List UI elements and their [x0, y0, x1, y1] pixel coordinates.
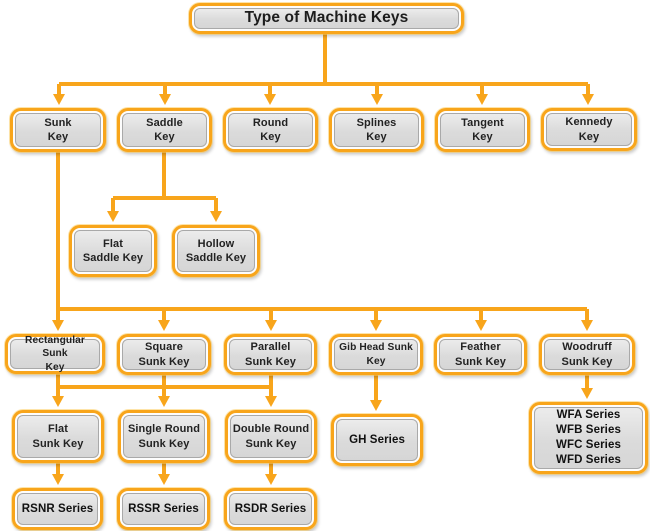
node-splines-key-label: Splines Key — [356, 116, 397, 143]
node-tangent-key: Tangent Key — [435, 108, 530, 152]
node-rsnr-series: RSNR Series — [12, 488, 103, 530]
node-square-sunk-key-label: Square Sunk Key — [138, 341, 190, 368]
node-tangent-key-label: Tangent Key — [461, 116, 504, 143]
node-flat-saddle-key: Flat Saddle Key — [69, 225, 157, 277]
node-gib-head-sunk-key-label: Gib Head Sunk Key — [339, 342, 413, 367]
node-woodruff-sunk-key-label: Woodruff Sunk Key — [561, 341, 613, 368]
node-single-round-sunk-key: Single Round Sunk Key — [118, 410, 210, 463]
node-rsnr-series-label: RSNR Series — [21, 502, 94, 515]
node-square-sunk-key: Square Sunk Key — [117, 334, 211, 375]
node-round-key-label: Round Key — [252, 116, 289, 143]
node-kennedy-key: Kennedy Key — [541, 108, 637, 151]
node-kennedy-key-label: Kennedy Key — [565, 116, 613, 143]
node-gh-series: GH Series — [331, 414, 423, 466]
node-type-of-machine-keys-label: Type of Machine Keys — [244, 9, 409, 27]
node-parallel-sunk-key: Parallel Sunk Key — [224, 334, 317, 375]
node-flat-saddle-key-label: Flat Saddle Key — [82, 237, 144, 264]
node-feather-sunk-key: Feather Sunk Key — [434, 334, 527, 375]
node-splines-key: Splines Key — [329, 108, 424, 152]
node-rssr-series: RSSR Series — [117, 488, 210, 530]
node-rectangular-sunk-key-label: Rectangular Sunk Key — [25, 335, 85, 373]
node-rectangular-sunk-key: Rectangular Sunk Key — [5, 334, 105, 374]
node-wf-series-list: WFA Series WFB Series WFC Series WFD Ser… — [529, 402, 648, 474]
node-rssr-series-label: RSSR Series — [128, 502, 199, 515]
node-saddle-key-label: Saddle Key — [146, 116, 183, 143]
node-double-round-sunk-key-label: Double Round Sunk Key — [232, 423, 310, 450]
node-flat-sunk-key-label: Flat Sunk Key — [32, 423, 84, 450]
node-saddle-key: Saddle Key — [117, 108, 212, 152]
node-hollow-saddle-key-label: Hollow Saddle Key — [185, 237, 247, 264]
node-flat-sunk-key: Flat Sunk Key — [12, 410, 104, 463]
node-double-round-sunk-key: Double Round Sunk Key — [225, 410, 317, 463]
node-rsdr-series-label: RSDR Series — [234, 502, 307, 515]
node-rsdr-series: RSDR Series — [224, 488, 317, 530]
node-woodruff-sunk-key: Woodruff Sunk Key — [539, 334, 635, 375]
node-feather-sunk-key-label: Feather Sunk Key — [455, 341, 506, 368]
node-sunk-key-label: Sunk Key — [44, 116, 72, 143]
node-wf-series-list-label: WFA Series WFB Series WFC Series WFD Ser… — [556, 409, 621, 466]
node-gib-head-sunk-key: Gib Head Sunk Key — [329, 334, 423, 375]
node-sunk-key: Sunk Key — [10, 108, 106, 152]
node-type-of-machine-keys: Type of Machine Keys — [189, 3, 464, 34]
node-single-round-sunk-key-label: Single Round Sunk Key — [127, 423, 201, 450]
node-round-key: Round Key — [223, 108, 318, 152]
node-parallel-sunk-key-label: Parallel Sunk Key — [245, 341, 296, 368]
node-gh-series-label: GH Series — [349, 433, 405, 446]
node-hollow-saddle-key: Hollow Saddle Key — [172, 225, 260, 277]
